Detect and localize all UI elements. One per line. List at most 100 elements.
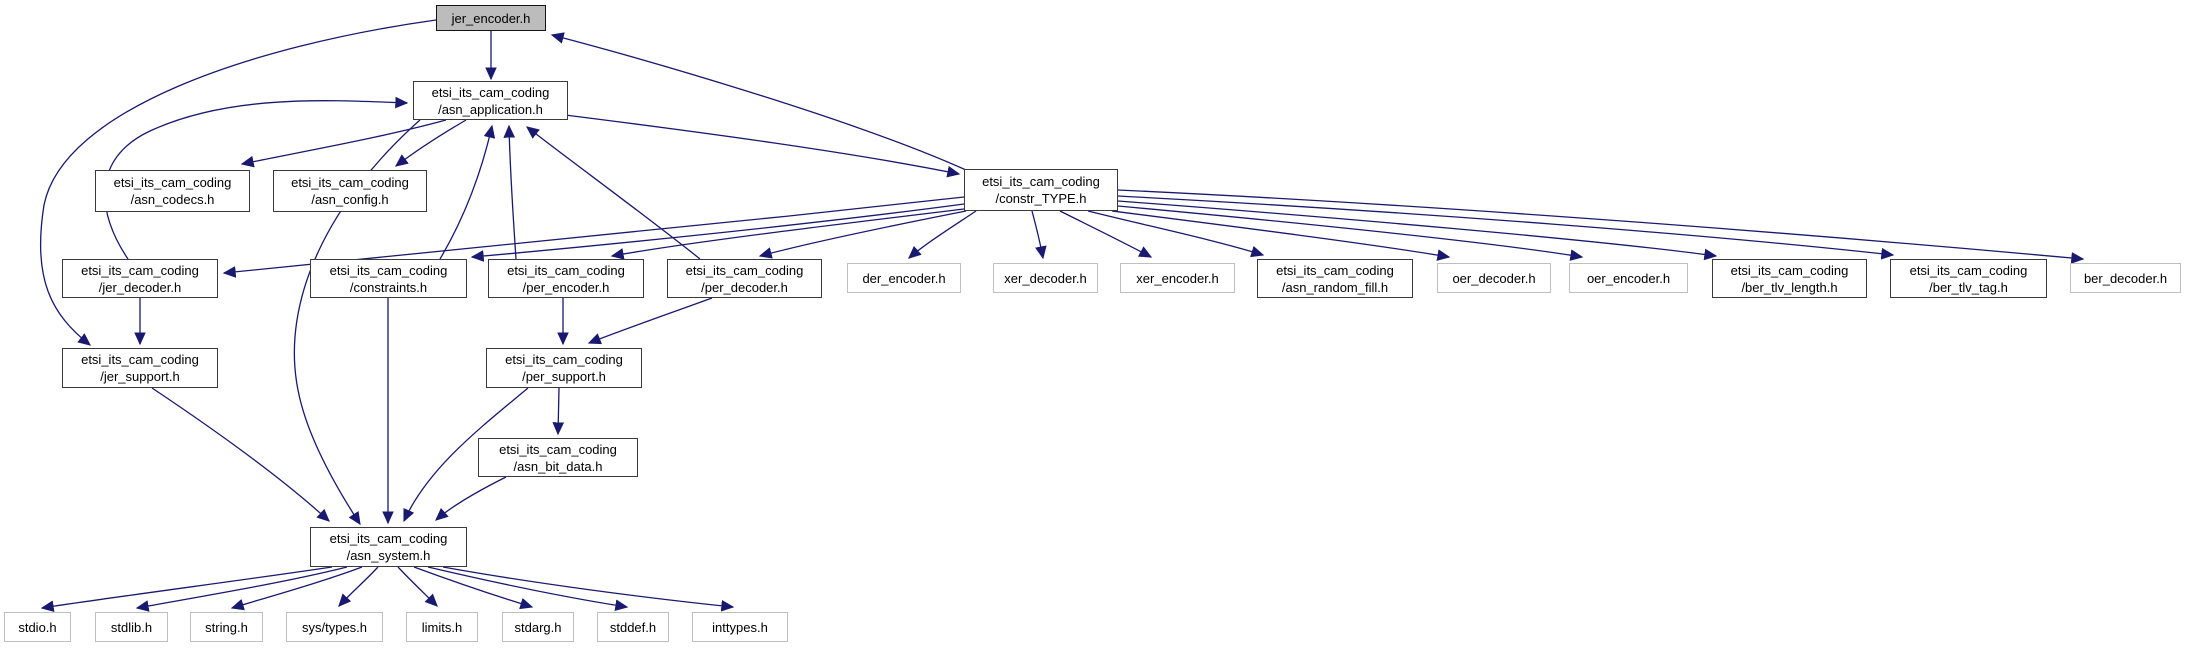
edge-constr-TYPE-to-per-decoder — [758, 210, 967, 259]
node-per-decoder[interactable]: etsi_its_cam_coding/per_decoder.h — [667, 259, 822, 298]
node-label: string.h — [205, 619, 248, 635]
edge-constr-TYPE-to-xer-encoder — [1059, 210, 1153, 258]
node-xer-decoder: xer_decoder.h — [993, 263, 1098, 293]
edge-asn-system-to-stdlib — [135, 566, 348, 612]
node-jer-support[interactable]: etsi_its_cam_coding/jer_support.h — [62, 348, 218, 388]
node-stddef: stddef.h — [597, 612, 669, 642]
edge-constr-TYPE-to-constraints — [470, 203, 965, 262]
edge-asn-application-to-asn-codecs — [240, 119, 447, 168]
node-per-support[interactable]: etsi_its_cam_coding/per_support.h — [486, 348, 642, 388]
node-label: stddef.h — [609, 619, 657, 635]
edge-per-decoder-to-per-support — [587, 297, 713, 345]
node-ber-tlv-length[interactable]: etsi_its_cam_coding/ber_tlv_length.h — [1712, 259, 1867, 298]
node-label: ber_decoder.h — [2083, 270, 2168, 286]
edge-constr-TYPE-to-xer-decoder — [1031, 210, 1047, 260]
node-label: jer_encoder.h — [451, 10, 531, 26]
node-label: /asn_random_fill.h — [1281, 279, 1389, 295]
node-label: /per_decoder.h — [701, 279, 788, 295]
edge-asn-system-to-stddef — [427, 566, 629, 612]
node-label: oer_encoder.h — [1586, 270, 1671, 286]
node-label: /asn_bit_data.h — [513, 458, 603, 474]
edge-asn-system-to-string — [230, 566, 363, 611]
edge-asn-application-to-asn-config — [394, 119, 467, 167]
node-label: etsi_its_cam_coding — [982, 174, 1100, 189]
node-label: /asn_system.h — [346, 548, 431, 563]
node-label: /asn_codecs.h — [130, 192, 215, 207]
edge-constraints-to-asn-application — [439, 124, 496, 260]
node-asn-codecs[interactable]: etsi_its_cam_coding/asn_codecs.h — [95, 170, 250, 212]
node-asn-system[interactable]: etsi_its_cam_coding/asn_system.h — [310, 527, 467, 567]
node-constraints[interactable]: etsi_its_cam_coding/constraints.h — [310, 259, 467, 298]
node-label: etsi_its_cam_coding — [505, 352, 623, 367]
edge-constr-TYPE-to-ber-tlv-tag — [1117, 195, 1895, 260]
edge-asn-application-to-constr-TYPE — [564, 114, 961, 178]
node-label: /per_encoder.h — [522, 279, 610, 295]
edge-jer-encoder-to-jer-support — [39, 19, 437, 346]
node-label: etsi_its_cam_coding — [499, 441, 617, 457]
edge-constr-TYPE-to-der-encoder — [908, 210, 977, 259]
node-label: /asn_application.h — [438, 101, 543, 117]
node-label: etsi_its_cam_coding — [81, 262, 199, 278]
node-label: /ber_tlv_length.h — [1741, 279, 1838, 295]
node-sys-types: sys/types.h — [286, 612, 383, 642]
node-constr-TYPE[interactable]: etsi_its_cam_coding/constr_TYPE.h — [964, 169, 1118, 211]
node-label: sys/types.h — [301, 619, 368, 635]
node-per-encoder[interactable]: etsi_its_cam_coding/per_encoder.h — [488, 259, 644, 298]
node-ber-tlv-tag[interactable]: etsi_its_cam_coding/ber_tlv_tag.h — [1890, 259, 2047, 298]
edge-asn-system-to-inttypes — [442, 566, 735, 612]
edge-constr-TYPE-to-asn-random-fill — [1087, 210, 1265, 258]
edge-asn-system-to-stdio — [40, 566, 333, 613]
edge-per-encoder-to-asn-application — [503, 124, 517, 260]
node-xer-encoder: xer_encoder.h — [1120, 263, 1235, 293]
node-string: string.h — [190, 612, 263, 642]
node-label: /asn_config.h — [311, 192, 389, 207]
node-oer-encoder: oer_encoder.h — [1569, 263, 1688, 293]
node-limits: limits.h — [406, 612, 478, 642]
node-label: inttypes.h — [712, 619, 768, 635]
node-label: stdarg.h — [514, 619, 562, 635]
node-asn-application[interactable]: etsi_its_cam_coding/asn_application.h — [413, 81, 568, 120]
node-label: limits.h — [421, 619, 463, 635]
node-label: xer_decoder.h — [1004, 270, 1087, 286]
edge-per-support-to-asn-system — [403, 387, 529, 523]
node-label: etsi_its_cam_coding — [1730, 262, 1849, 278]
node-label: /jer_support.h — [100, 369, 180, 384]
node-jer-decoder[interactable]: etsi_its_cam_coding/jer_decoder.h — [62, 259, 218, 298]
node-label: etsi_its_cam_coding — [431, 84, 550, 100]
node-asn-bit-data[interactable]: etsi_its_cam_coding/asn_bit_data.h — [478, 438, 638, 477]
node-label: etsi_its_cam_coding — [1909, 262, 2028, 278]
edge-asn-system-to-sys-types — [338, 566, 379, 607]
edge-asn-system-to-stdarg — [413, 566, 534, 610]
edge-constr-TYPE-to-ber-tlv-length — [1117, 200, 1718, 261]
node-ber-decoder: ber_decoder.h — [2070, 263, 2181, 293]
node-label: etsi_its_cam_coding — [1276, 262, 1394, 278]
node-label: etsi_its_cam_coding — [685, 262, 804, 278]
node-asn-random-fill[interactable]: etsi_its_cam_coding/asn_random_fill.h — [1257, 259, 1413, 298]
node-stdarg: stdarg.h — [502, 612, 574, 642]
node-label: etsi_its_cam_coding — [507, 262, 625, 278]
node-label: stdio.h — [18, 619, 57, 635]
node-oer-decoder: oer_decoder.h — [1437, 263, 1551, 293]
edge-constr-TYPE-to-oer-decoder — [1111, 210, 1451, 261]
node-label: /jer_decoder.h — [98, 279, 182, 295]
node-label: /per_support.h — [522, 369, 606, 384]
node-stdio: stdio.h — [4, 612, 71, 642]
node-jer-encoder[interactable]: jer_encoder.h — [436, 5, 546, 31]
node-label: xer_encoder.h — [1136, 270, 1219, 286]
node-label: etsi_its_cam_coding — [329, 531, 448, 546]
node-label: etsi_its_cam_coding — [291, 175, 409, 190]
node-label: etsi_its_cam_coding — [329, 262, 448, 278]
edge-constr-TYPE-to-ber-decoder — [1117, 189, 2085, 264]
node-label: etsi_its_cam_coding — [113, 175, 232, 190]
node-stdlib: stdlib.h — [95, 612, 168, 642]
node-label: /ber_tlv_tag.h — [1929, 279, 2008, 295]
edge-asn-bit-data-to-asn-system — [435, 476, 507, 521]
node-label: oer_decoder.h — [1452, 270, 1536, 286]
node-asn-config[interactable]: etsi_its_cam_coding/asn_config.h — [273, 170, 427, 212]
edge-asn-system-to-limits — [397, 566, 438, 607]
edge-per-support-to-asn-bit-data — [552, 387, 565, 436]
node-label: stdlib.h — [110, 619, 153, 635]
node-der-encoder: der_encoder.h — [847, 263, 961, 293]
